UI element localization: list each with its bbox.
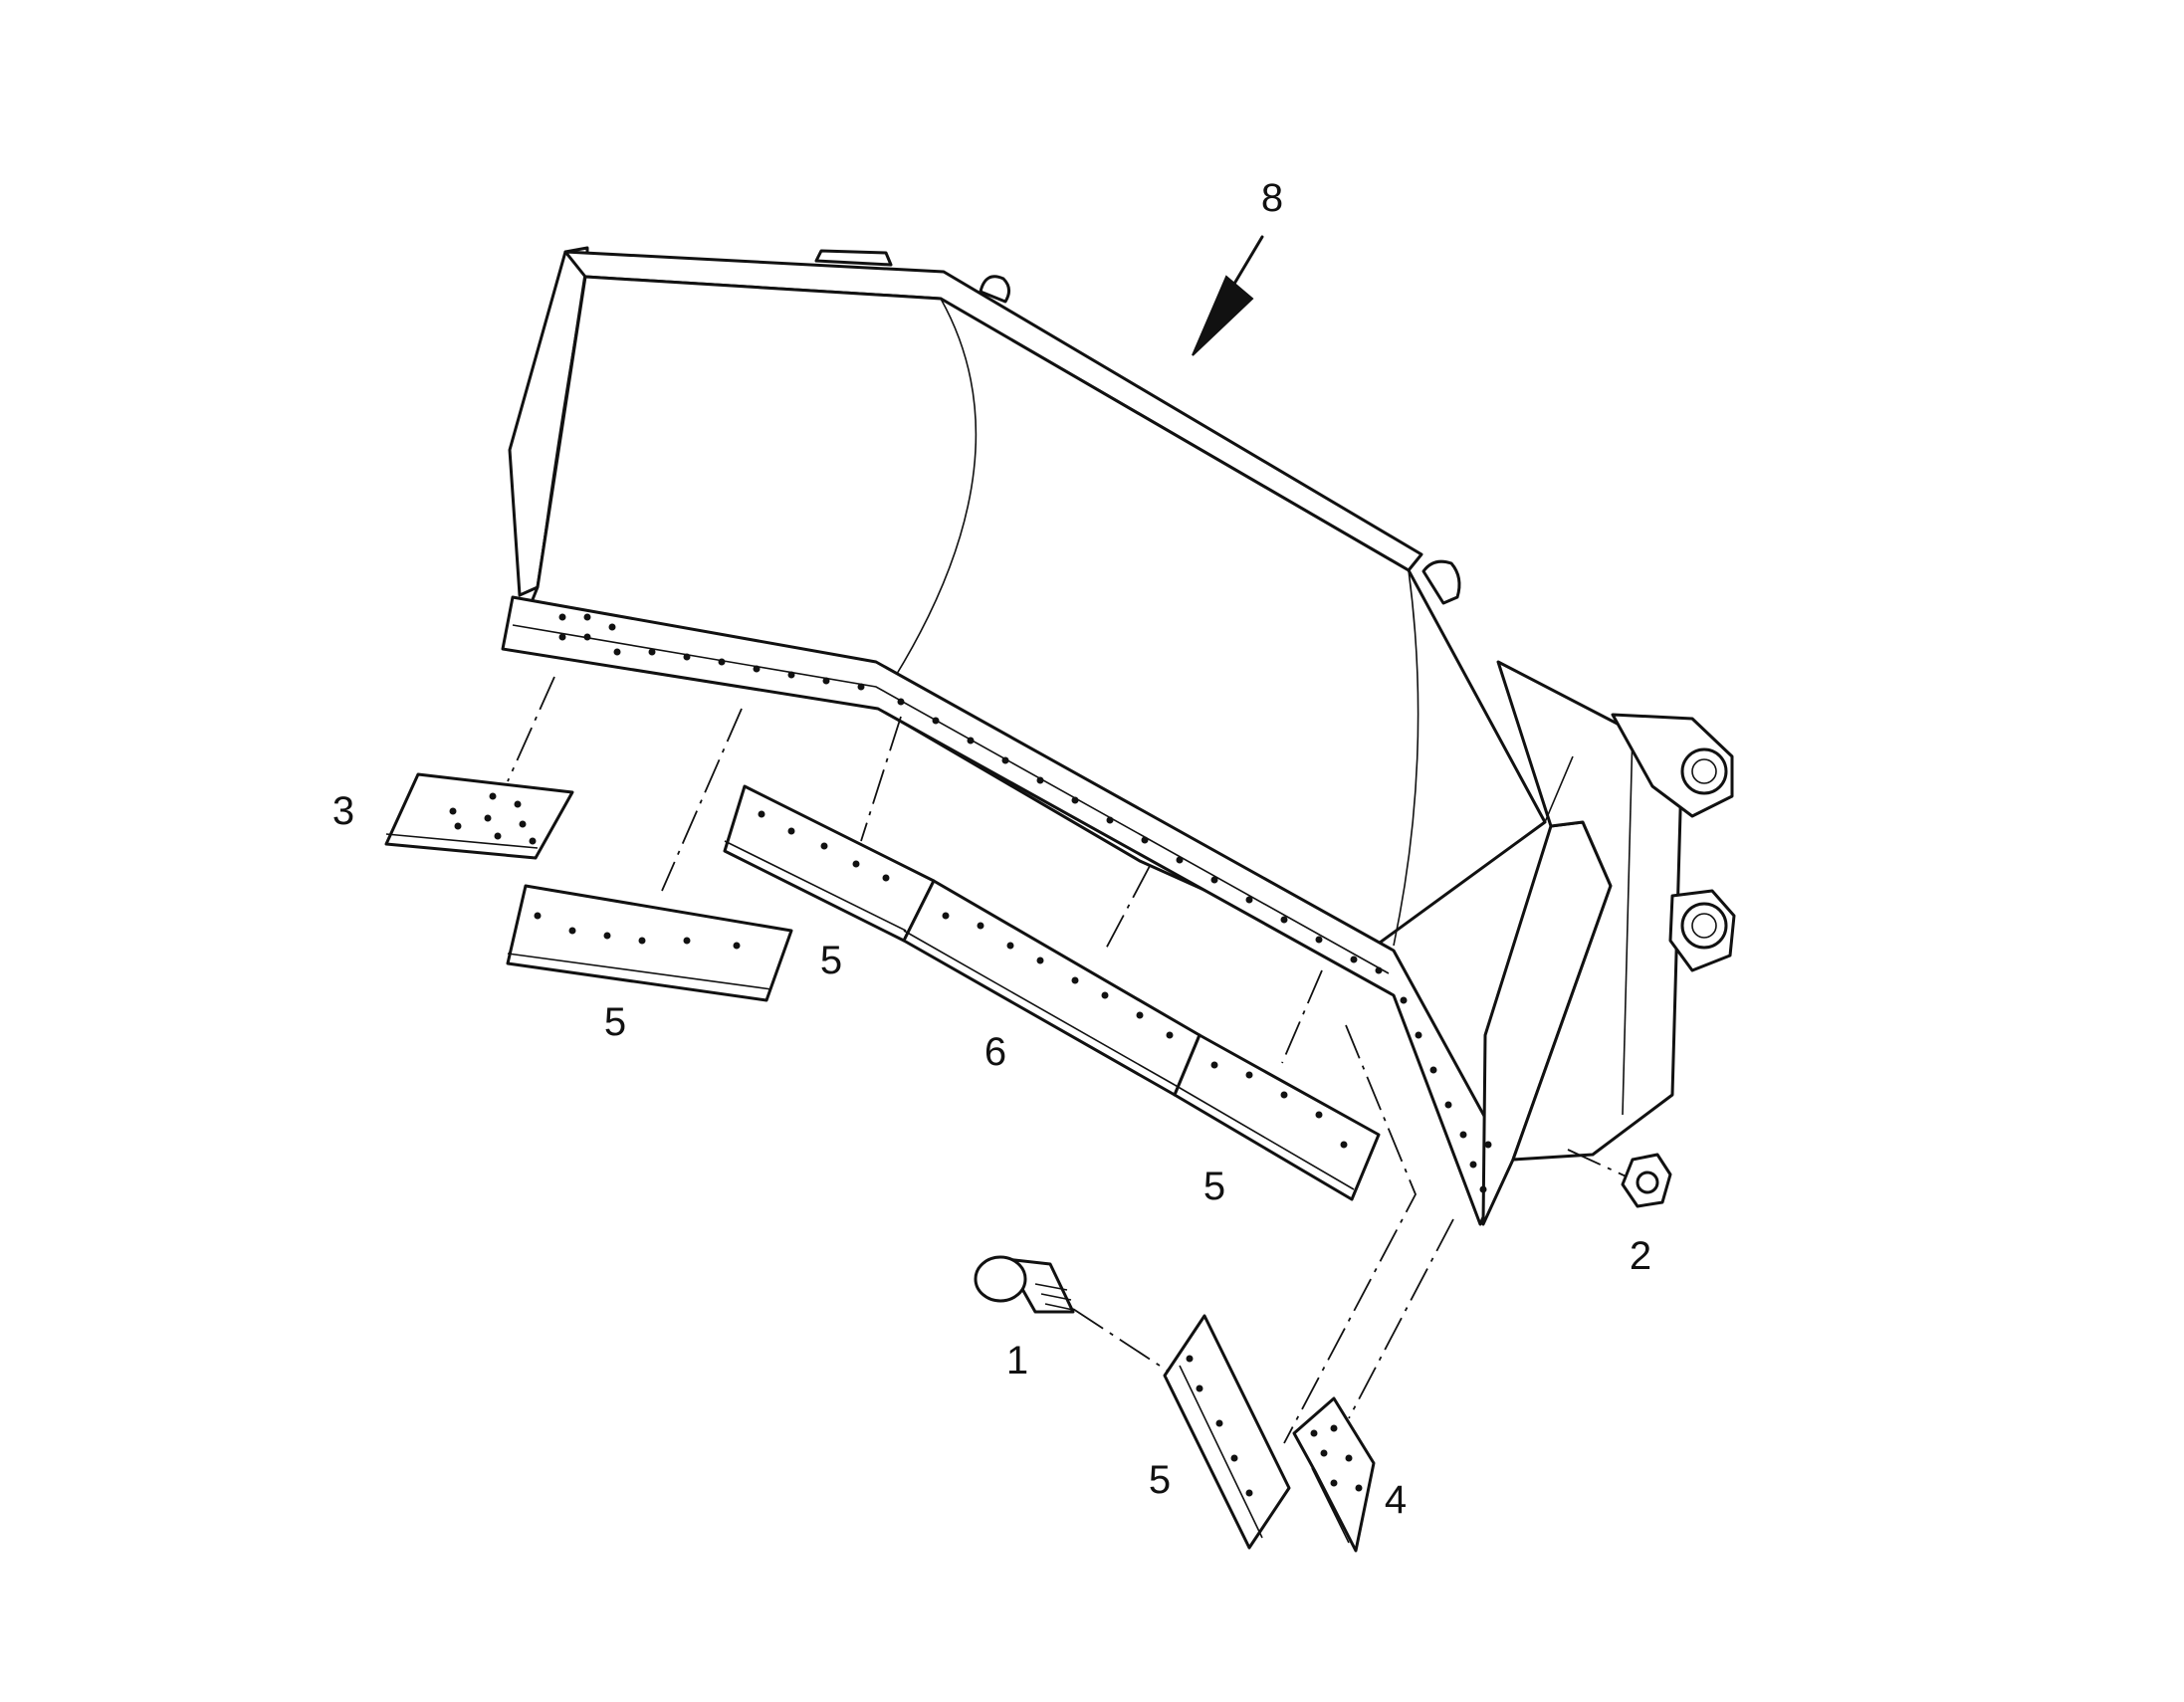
upper-pin-hole <box>1680 747 1728 795</box>
callout-3: 3 <box>332 789 354 833</box>
bucket-curve-left <box>537 276 586 588</box>
callout-5-upper: 5 <box>820 939 842 982</box>
segment-5-upper <box>723 784 936 943</box>
segment-5-left <box>506 884 793 1002</box>
lower-pin-hole <box>1680 902 1728 950</box>
callout-5-left: 5 <box>604 1000 626 1044</box>
callout-4: 4 <box>1385 1478 1407 1522</box>
callout-8: 8 <box>1261 176 1283 220</box>
leader-lines <box>507 676 1634 1444</box>
bucket-curve-center <box>875 298 978 708</box>
callout-6: 6 <box>984 1030 1006 1074</box>
nut-part <box>1621 1153 1672 1208</box>
segment-5-lower <box>1163 1314 1291 1550</box>
bucket-inner-surface <box>511 275 1547 948</box>
top-lug-left <box>814 249 893 267</box>
cutting-edge-holes <box>558 613 1492 1193</box>
segment-3 <box>384 772 574 860</box>
callout-5-right: 5 <box>1203 1165 1225 1208</box>
bucket-arrow <box>1192 235 1264 356</box>
callout-2: 2 <box>1630 1234 1651 1278</box>
back-plate-edge-2 <box>1544 755 1574 823</box>
bucket-curve-right <box>1393 569 1420 947</box>
upper-pin-hole-inner <box>1691 758 1717 784</box>
top-lug-middle <box>979 275 1010 304</box>
cutting-edge-line <box>512 624 1390 974</box>
segment-4 <box>1292 1396 1376 1553</box>
bolt-part <box>974 1255 1075 1314</box>
segment-6 <box>902 879 1201 1097</box>
bucket-body <box>501 246 1736 1226</box>
segment-5-right <box>1173 1033 1381 1201</box>
back-plate-edge-1 <box>1622 731 1634 1116</box>
lower-pin-hole-inner <box>1691 913 1717 939</box>
callout-1: 1 <box>1006 1339 1028 1383</box>
callout-5-lower: 5 <box>1149 1458 1171 1502</box>
top-lug-right <box>1421 559 1461 605</box>
cutting-edge <box>501 595 1510 1226</box>
